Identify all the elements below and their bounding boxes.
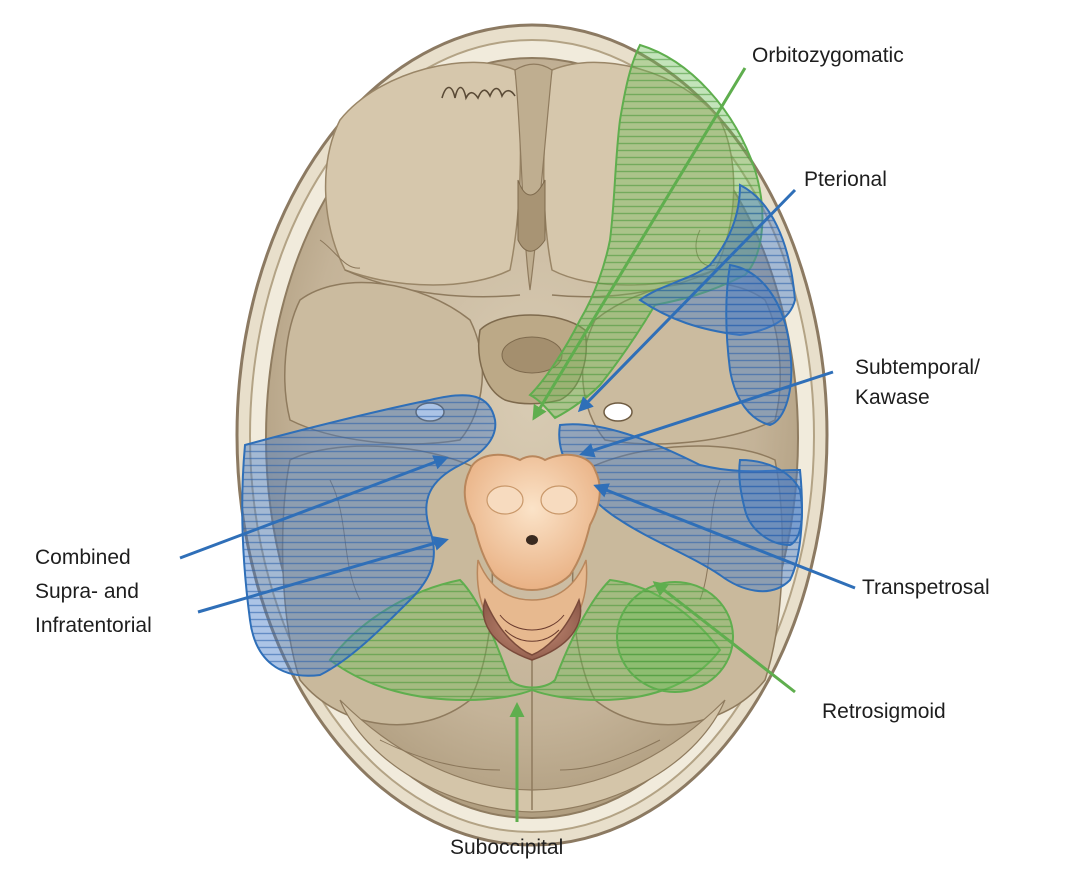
combined-label-line2: Supra- and	[35, 580, 139, 603]
transpetrosal-region	[558, 423, 803, 593]
orbitozygomatic-label: Orbitozygomatic	[752, 44, 904, 67]
transpetrosal-label: Transpetrosal	[862, 576, 990, 599]
combined-supra-infratentorial-region	[241, 394, 497, 677]
pterional-label: Pterional	[804, 168, 887, 191]
suboccipital-label: Suboccipital	[450, 836, 564, 859]
subtemporal-label-line2: Kawase	[855, 386, 930, 409]
combined-label-line1: Combined	[35, 546, 131, 569]
transpetrosal-arrow	[593, 483, 856, 590]
orbitozygomatic-arrow	[532, 67, 747, 421]
combined-label-line3: Infratentorial	[35, 614, 152, 637]
subtemporal-arrow	[579, 370, 834, 458]
artist-signature	[441, 86, 516, 101]
pterional-arrow	[577, 188, 797, 413]
retrosigmoid-arrow	[652, 581, 796, 694]
combined-arrow-lower	[197, 536, 449, 614]
subtemporal-kawase-region	[725, 263, 793, 427]
brainstem-section	[463, 453, 601, 661]
retrosigmoid-label: Retrosigmoid	[822, 700, 946, 723]
subtemporal-label-line1: Subtemporal/	[855, 356, 980, 379]
combined-arrow-upper	[179, 455, 449, 560]
retrosigmoid-region	[616, 581, 734, 693]
